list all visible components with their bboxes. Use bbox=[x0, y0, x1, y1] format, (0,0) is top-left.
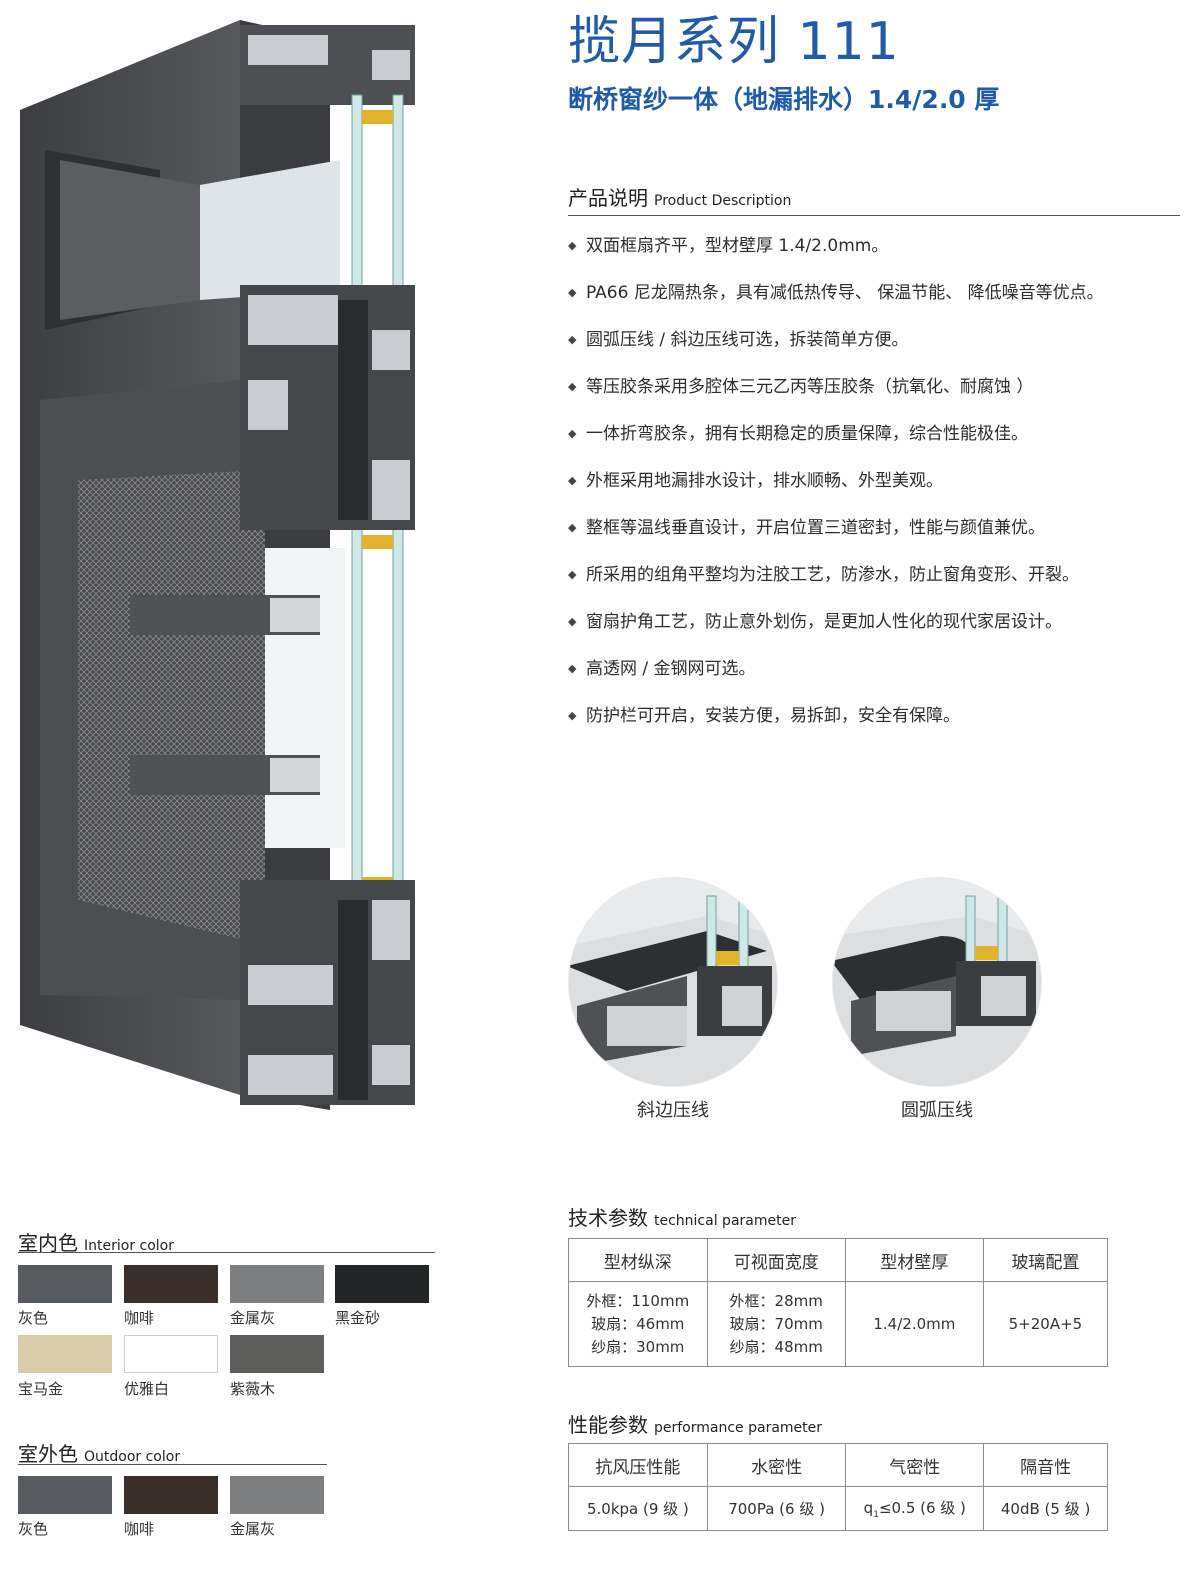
performance-parameter-table: 抗风压性能 水密性 气密性 隔音性 5.0kpa (9 级 ) 700Pa (6… bbox=[568, 1443, 1108, 1531]
table-header-cell: 抗风压性能 bbox=[568, 1443, 708, 1487]
table-header-cell: 可视面宽度 bbox=[706, 1238, 846, 1282]
swatch-metal-gray bbox=[230, 1476, 324, 1514]
list-item: ◆所采用的组角平整均为注胶工艺，防渗水，防止窗角变形、开裂。 bbox=[568, 559, 1104, 606]
table-cell: q1≤0.5 (6 级 ) bbox=[845, 1486, 985, 1531]
divider bbox=[568, 215, 1180, 216]
diamond-bullet-icon: ◆ bbox=[568, 521, 577, 534]
swatch-coffee bbox=[124, 1476, 218, 1514]
diamond-bullet-icon: ◆ bbox=[568, 662, 577, 675]
table-header-cell: 型材壁厚 bbox=[844, 1238, 984, 1282]
table-cell: 外框：110mm 玻扇：46mm 纱扇：30mm bbox=[568, 1281, 708, 1367]
swatch-label: 金属灰 bbox=[230, 1520, 276, 1538]
diamond-bullet-icon: ◆ bbox=[568, 709, 577, 722]
table-header-row: 抗风压性能 水密性 气密性 隔音性 bbox=[568, 1443, 1108, 1487]
page-title: 揽月系列 111 bbox=[568, 12, 900, 72]
table-cell: 700Pa (6 级 ) bbox=[706, 1486, 847, 1531]
bevel-bead-caption: 斜边压线 bbox=[637, 1100, 709, 1121]
table-header-cell: 型材纵深 bbox=[568, 1238, 708, 1282]
swatch-coffee bbox=[124, 1265, 218, 1303]
diamond-bullet-icon: ◆ bbox=[568, 474, 577, 487]
swatch-label: 咖啡 bbox=[124, 1309, 155, 1327]
list-item: ◆等压胶条采用多腔体三元乙丙等压胶条（抗氧化、耐腐蚀 ） bbox=[568, 371, 1104, 418]
diamond-bullet-icon: ◆ bbox=[568, 333, 577, 346]
diamond-bullet-icon: ◆ bbox=[568, 568, 577, 581]
swatch-label: 灰色 bbox=[18, 1309, 49, 1327]
bevel-bead-profile-icon bbox=[568, 877, 778, 1087]
swatch-label: 咖啡 bbox=[124, 1520, 155, 1538]
swatch-gray bbox=[18, 1265, 112, 1303]
list-item: ◆PA66 尼龙隔热条，具有减低热传导、 保温节能、 降低噪音等优点。 bbox=[568, 277, 1104, 324]
table-header-cell: 水密性 bbox=[706, 1443, 847, 1487]
arc-bead-profile-icon bbox=[832, 877, 1042, 1087]
arc-bead-caption: 圆弧压线 bbox=[901, 1100, 973, 1121]
diamond-bullet-icon: ◆ bbox=[568, 239, 577, 252]
list-item: ◆双面框扇齐平，型材壁厚 1.4/2.0mm。 bbox=[568, 230, 1104, 277]
table-row: 外框：110mm 玻扇：46mm 纱扇：30mm 外框：28mm 玻扇：70mm… bbox=[568, 1281, 1109, 1367]
page-subtitle: 断桥窗纱一体（地漏排水）1.4/2.0 厚 bbox=[568, 85, 1000, 114]
list-item: ◆防护栏可开启，安装方便，易拆卸，安全有保障。 bbox=[568, 700, 1104, 747]
diamond-bullet-icon: ◆ bbox=[568, 427, 577, 440]
divider bbox=[18, 1252, 435, 1253]
swatch-crape-myrtle-wood bbox=[230, 1335, 324, 1373]
table-header-cell: 玻璃配置 bbox=[982, 1238, 1109, 1282]
swatch-label: 灰色 bbox=[18, 1520, 49, 1538]
table-cell: 5+20A+5 bbox=[982, 1281, 1109, 1367]
list-item: ◆外框采用地漏排水设计，排水顺畅、外型美观。 bbox=[568, 465, 1104, 512]
swatch-label: 紫薇木 bbox=[230, 1380, 276, 1398]
table-header-cell: 气密性 bbox=[845, 1443, 985, 1487]
table-cell: 1.4/2.0mm bbox=[844, 1281, 984, 1367]
window-cross-section-illustration bbox=[20, 20, 415, 1110]
swatch-label: 宝马金 bbox=[18, 1380, 64, 1398]
swatch-label: 金属灰 bbox=[230, 1309, 276, 1327]
diamond-bullet-icon: ◆ bbox=[568, 286, 577, 299]
diamond-bullet-icon: ◆ bbox=[568, 380, 577, 393]
swatch-gray bbox=[18, 1476, 112, 1514]
list-item: ◆一体折弯胶条，拥有长期稳定的质量保障，综合性能极佳。 bbox=[568, 418, 1104, 465]
divider bbox=[18, 1464, 327, 1465]
product-description-list: ◆双面框扇齐平，型材壁厚 1.4/2.0mm。 ◆PA66 尼龙隔热条，具有减低… bbox=[568, 230, 1104, 747]
table-row: 5.0kpa (9 级 ) 700Pa (6 级 ) q1≤0.5 (6 级 )… bbox=[568, 1486, 1108, 1531]
technical-parameter-table: 型材纵深 可视面宽度 型材壁厚 玻璃配置 外框：110mm 玻扇：46mm 纱扇… bbox=[568, 1238, 1109, 1367]
list-item: ◆圆弧压线 / 斜边压线可选，拆装简单方便。 bbox=[568, 324, 1104, 371]
list-item: ◆窗扇护角工艺，防止意外划伤，是更加人性化的现代家居设计。 bbox=[568, 606, 1104, 653]
swatch-black-gold-sand bbox=[335, 1265, 429, 1303]
swatch-label: 黑金砂 bbox=[335, 1309, 381, 1327]
diamond-bullet-icon: ◆ bbox=[568, 615, 577, 628]
table-cell: 外框：28mm 玻扇：70mm 纱扇：48mm bbox=[706, 1281, 846, 1367]
swatch-label: 优雅白 bbox=[124, 1380, 170, 1398]
table-header-row: 型材纵深 可视面宽度 型材壁厚 玻璃配置 bbox=[568, 1238, 1109, 1282]
table-cell: 5.0kpa (9 级 ) bbox=[568, 1486, 708, 1531]
list-item: ◆整框等温线垂直设计，开启位置三道密封，性能与颜值兼优。 bbox=[568, 512, 1104, 559]
table-cell: 40dB (5 级 ) bbox=[983, 1486, 1108, 1531]
swatch-bmw-gold bbox=[18, 1335, 112, 1373]
swatch-metal-gray bbox=[230, 1265, 324, 1303]
table-header-cell: 隔音性 bbox=[983, 1443, 1108, 1487]
swatch-elegant-white bbox=[124, 1335, 218, 1373]
list-item: ◆高透网 / 金钢网可选。 bbox=[568, 653, 1104, 700]
